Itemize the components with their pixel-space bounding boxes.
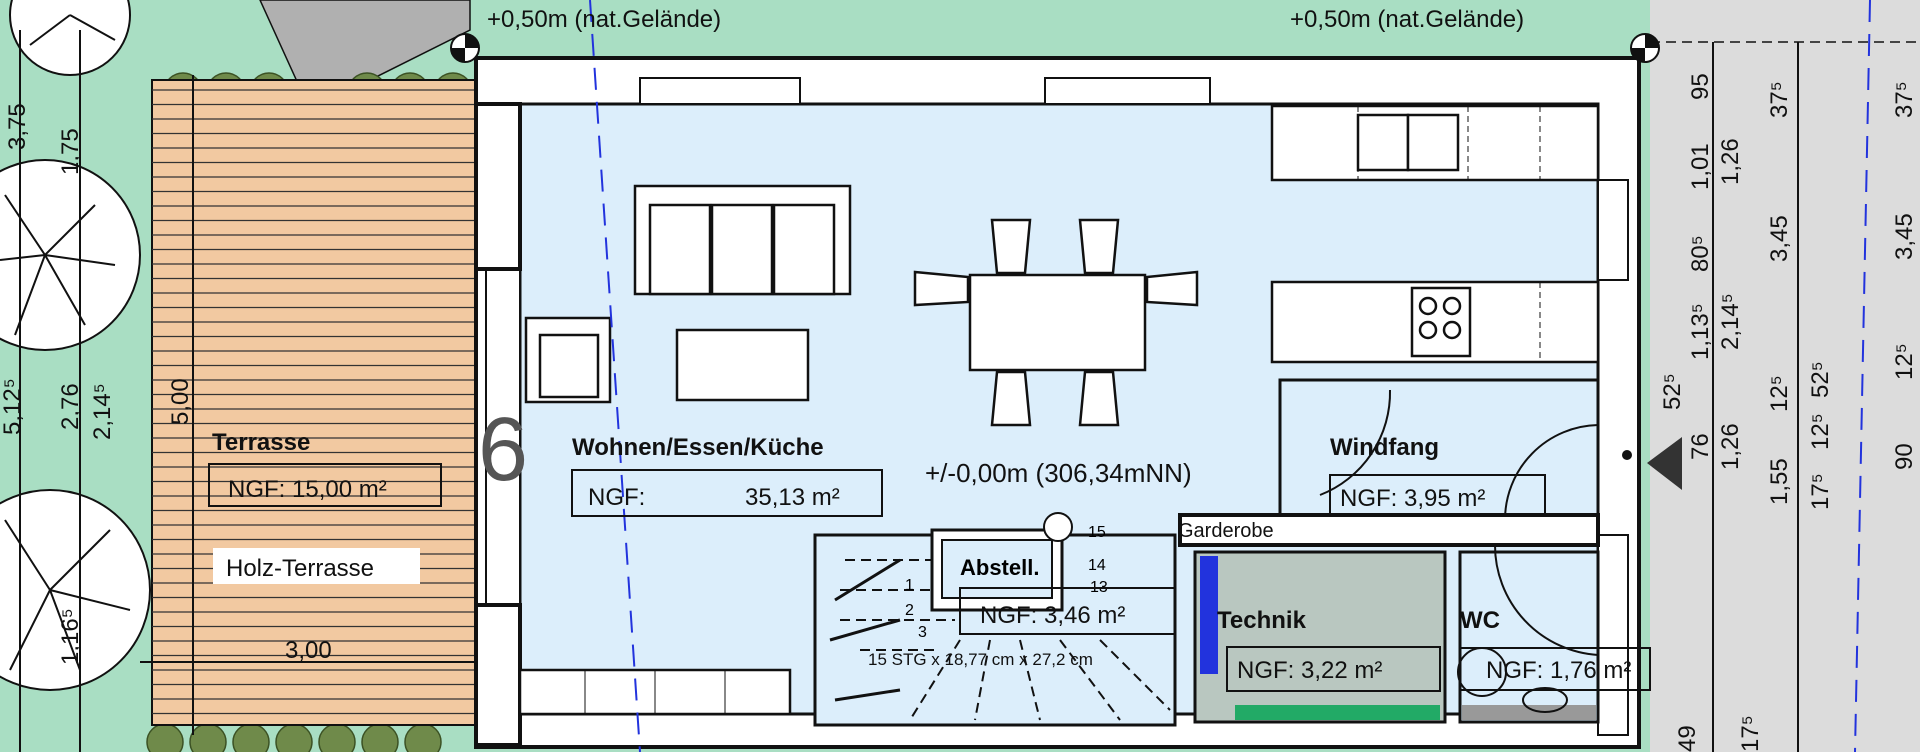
terrace-ngf: NGF: 15,00 m² [228, 476, 387, 503]
storage-ngf: NGF: 3,46 m² [980, 602, 1125, 629]
doorbell-icon [1622, 450, 1632, 460]
street-area [1650, 0, 1920, 752]
bottom-cabinets [518, 668, 792, 716]
living-ngf-label: NGF: [588, 484, 645, 511]
dimension-label: 2,76 [57, 383, 84, 430]
dimension-label: 90 [1891, 443, 1918, 470]
wc-name: WC [1460, 607, 1500, 634]
dimension-label: 80⁵ [1687, 235, 1714, 272]
dimension-label: 52⁵ [1807, 361, 1834, 398]
dimension-label: 12⁵ [1766, 375, 1793, 412]
sink-icon [1522, 687, 1568, 713]
dimension-label: 1,26 [1717, 423, 1744, 470]
living-ngf-area: 35,13 m² [745, 484, 840, 511]
terrace-width-dimension: 3,00 [285, 637, 332, 664]
coffee-table [675, 328, 810, 402]
section-marker: 6 [478, 400, 528, 500]
dimension-label: 37⁵ [1766, 81, 1793, 118]
axis-line [1854, 0, 1871, 752]
wc-floor-strip [1462, 705, 1596, 720]
wall-pier [474, 102, 522, 271]
stair-step-number: 14 [1088, 557, 1106, 574]
dimension-label: 3,45 [1891, 213, 1918, 260]
dimension-label: 1,75 [57, 128, 84, 175]
kitchen-counter-stove [1270, 280, 1600, 364]
level-marker-icon [1043, 512, 1073, 542]
window-icons [485, 77, 1629, 736]
windfang-ngf: NGF: 3,95 m² [1340, 485, 1485, 512]
wall-pier [474, 603, 522, 747]
stair-step-number: 15 [1088, 524, 1106, 541]
dimension-label: 1,01 [1687, 143, 1714, 190]
axis-line [589, 0, 641, 752]
terrace-depth-dimension: 5,00 [167, 378, 194, 425]
stair-step-number: 3 [918, 624, 927, 641]
entrance-arrow-icon [1647, 437, 1682, 490]
wc-ngf: NGF: 1,76 m² [1486, 657, 1631, 684]
terrace [140, 75, 476, 735]
terrain-level-left: +0,50m (nat.Gelände) [487, 6, 721, 33]
wardrobe-label: Garderobe [1178, 520, 1274, 542]
dimension-label: 1,26 [1717, 138, 1744, 185]
dimension-label: 12⁵ [1807, 413, 1834, 450]
technik-blue-unit [1200, 556, 1218, 674]
tree-icon [0, 0, 151, 691]
living-room-name: Wohnen/Essen/Küche [572, 434, 824, 461]
stair-step-number: 1 [905, 577, 914, 594]
living-ngf-box [571, 469, 883, 517]
door-swing [1493, 544, 1599, 656]
floor-level: +/-0,00m (306,34mNN) [925, 458, 1192, 488]
dimension-label: 3,75 [4, 103, 31, 150]
door-swing [1504, 424, 1599, 521]
windfang-name: Windfang [1330, 434, 1439, 461]
stair-spec: 15 STG x 18,77 cm x 27,2 cm [868, 650, 1093, 669]
technik-name: Technik [1217, 607, 1307, 634]
terrace-material: Holz-Terrasse [226, 555, 374, 582]
wc-ngf-box [1459, 647, 1651, 691]
dimension-label: 17⁵ [1737, 715, 1764, 752]
dimension-label: 1,16⁵ [57, 608, 84, 665]
dimension-label: 95 [1687, 73, 1714, 100]
dimension-label: 2,14⁵ [1717, 293, 1744, 350]
dimension-label: 37⁵ [1891, 81, 1918, 118]
terrace-material-box [213, 548, 420, 584]
dimension-label: 49 [1674, 725, 1701, 752]
dimension-label: 3,45 [1766, 215, 1793, 262]
dimension-label: 12⁵ [1891, 343, 1918, 380]
door-swing [1319, 389, 1392, 496]
dimension-label: 1,55 [1766, 458, 1793, 505]
dimension-lines [19, 30, 1799, 752]
dimension-label: 17⁵ [1807, 473, 1834, 510]
technik-ngf-box [1226, 646, 1441, 692]
sofa-icon [633, 184, 852, 296]
stair-step-number: 2 [905, 602, 914, 619]
dimension-label: 5,12⁵ [0, 378, 26, 435]
storage-name: Abstell. [960, 555, 1039, 580]
dimension-label: 76 [1687, 433, 1714, 460]
technik-ngf: NGF: 3,22 m² [1237, 657, 1382, 684]
dimension-label: 1,13⁵ [1687, 303, 1714, 360]
technik-green-unit [1235, 705, 1440, 720]
terrace-ngf-box [208, 463, 442, 507]
terrain-level-right: +0,50m (nat.Gelände) [1290, 6, 1524, 33]
dimension-label: 2,14⁵ [89, 383, 116, 440]
dimension-label: 52⁵ [1659, 373, 1686, 410]
terrace-name: Terrasse [212, 429, 310, 456]
kitchen-counter-top [1270, 104, 1600, 182]
technik-room [1193, 550, 1447, 724]
reference-point-icon [450, 33, 1660, 63]
wc-room [1458, 550, 1600, 724]
dining-table-icon [913, 218, 1199, 427]
armchair-icon [524, 316, 612, 404]
inner-wall [1178, 513, 1600, 547]
storage-ngf-box [959, 587, 1176, 635]
